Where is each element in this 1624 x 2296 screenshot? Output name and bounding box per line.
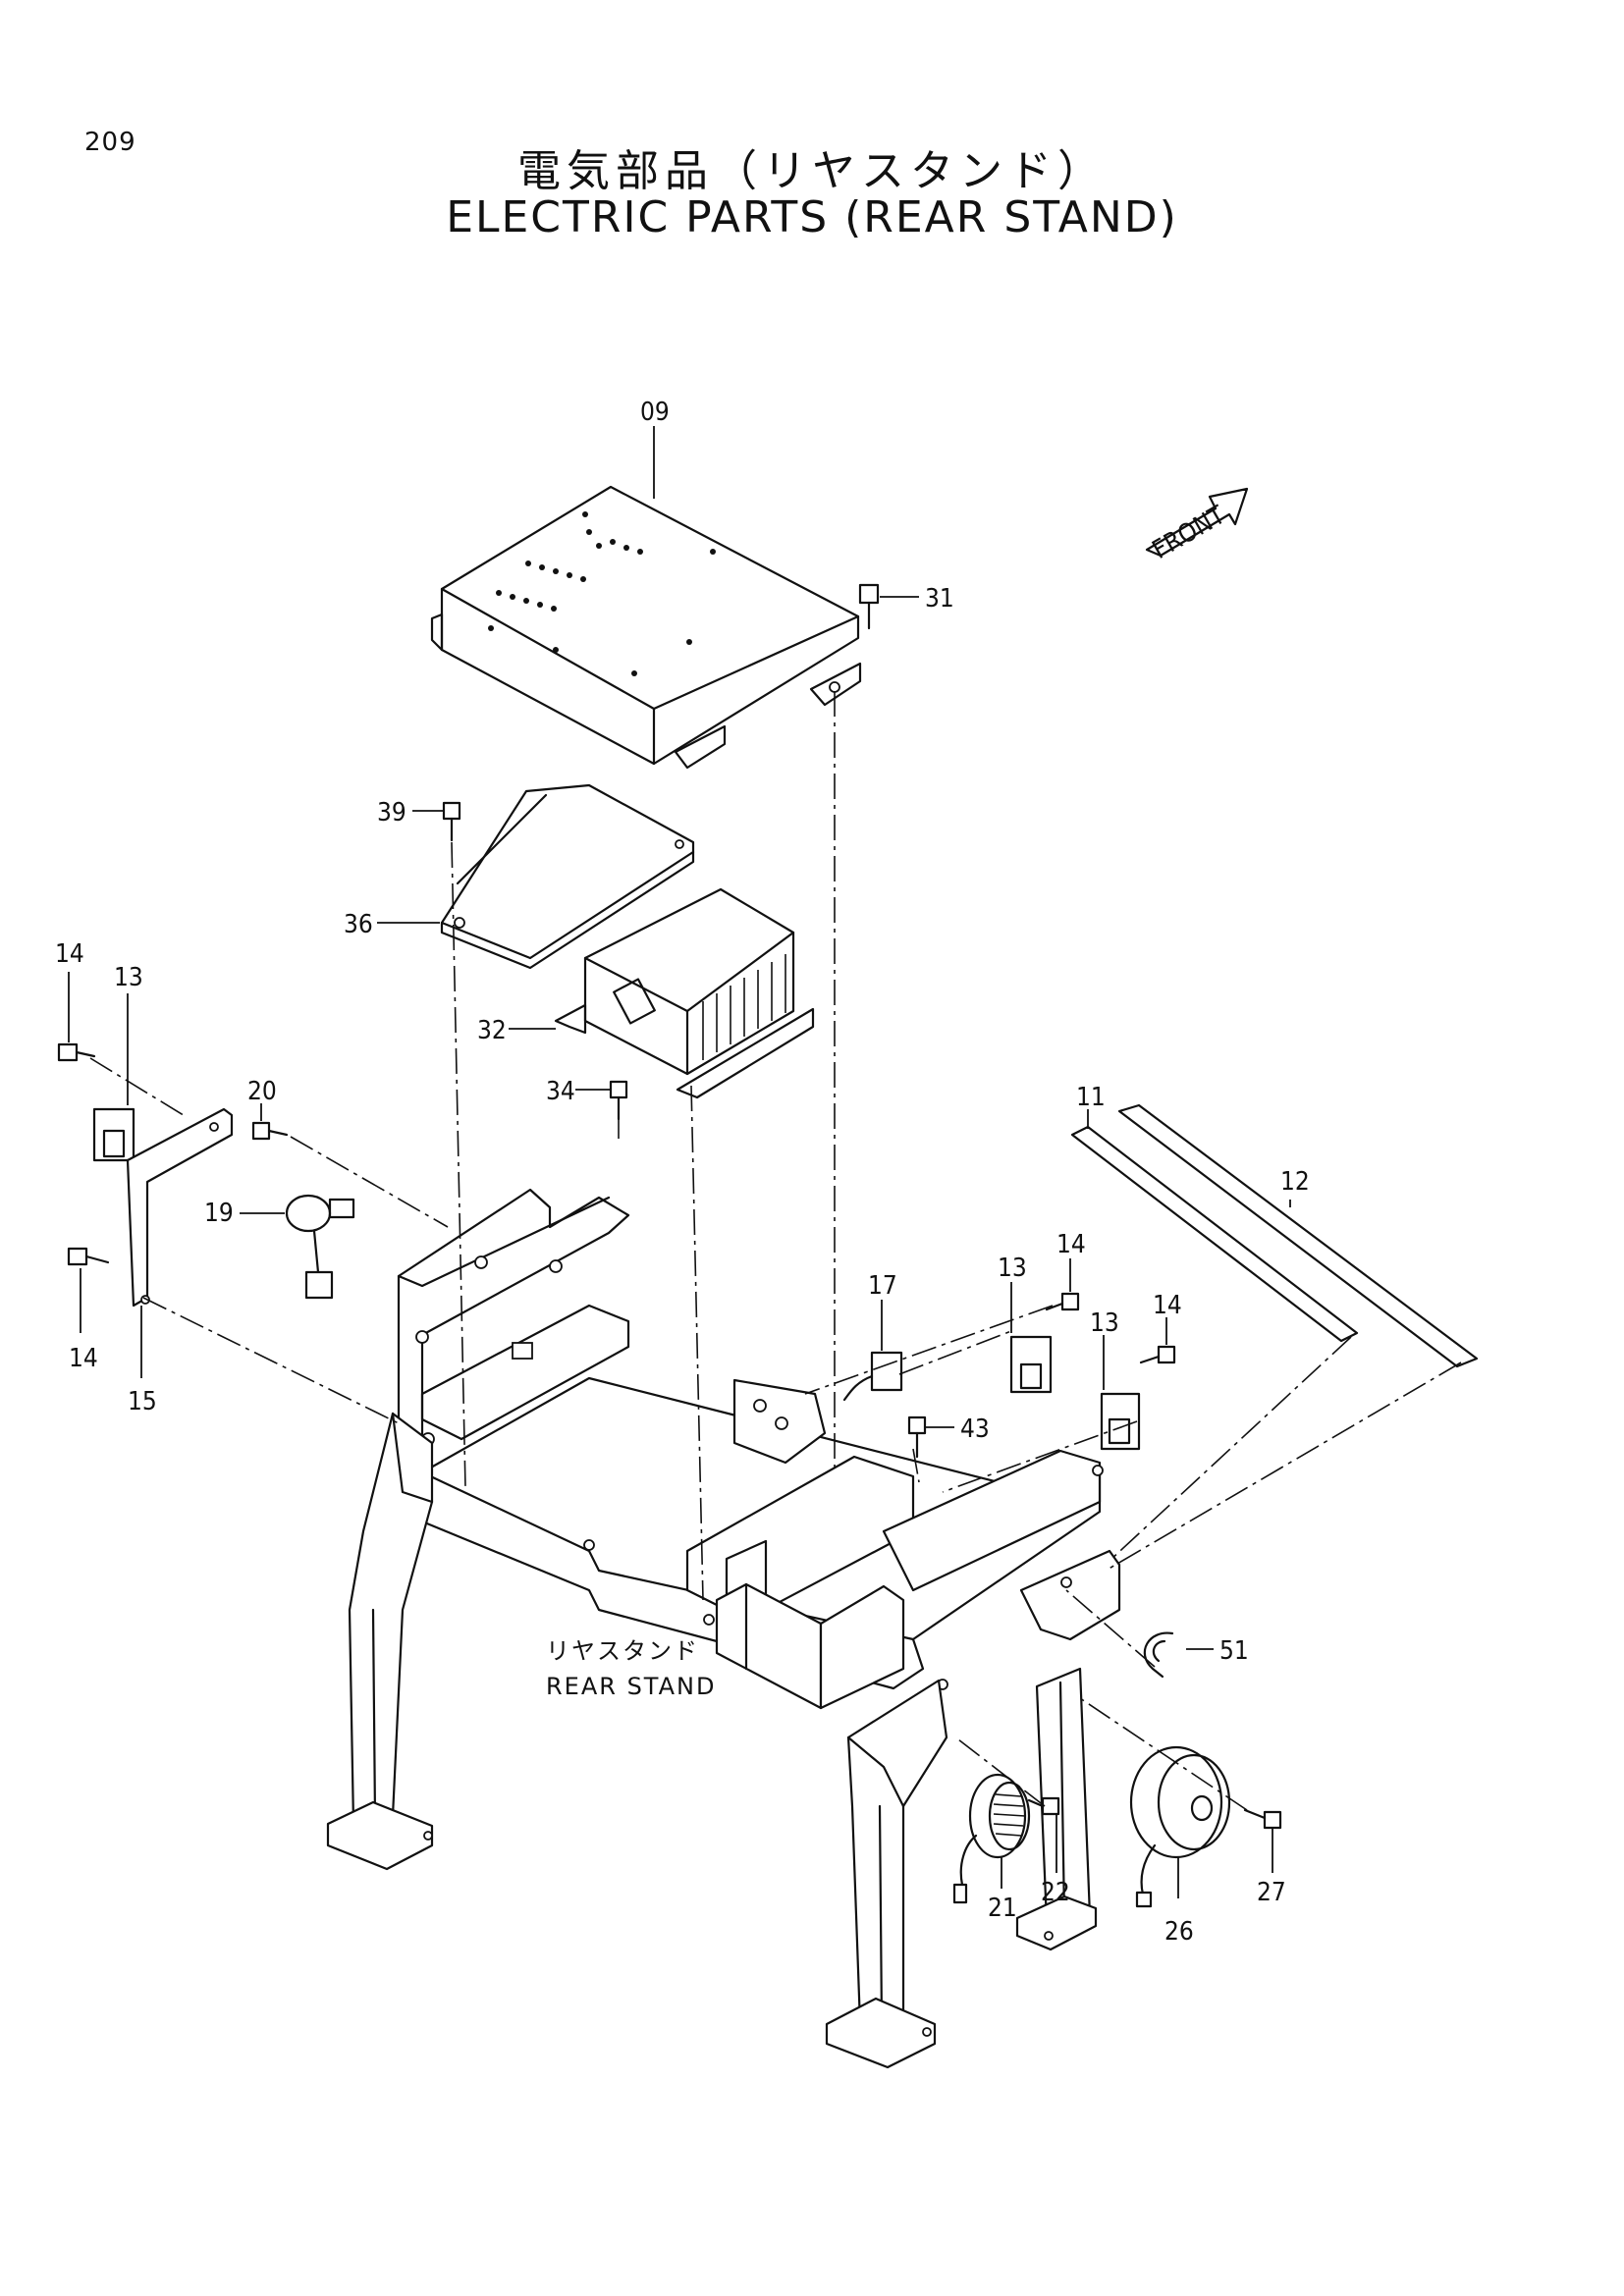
part-13-relay-left [92, 993, 135, 1162]
part-39-bolt [412, 801, 461, 842]
title-japanese: 電気部品（リヤスタンド） [517, 146, 1107, 196]
callout-22: 22 [1041, 1878, 1070, 1907]
part-11-strip [1070, 1109, 1359, 1343]
callout-21: 21 [988, 1894, 1017, 1923]
part-14-bolt-upper-left [57, 972, 96, 1062]
part-14-bolt-middle [1045, 1258, 1080, 1311]
front-arrow-icon: FRONT [1145, 487, 1249, 565]
part-34-bolt [575, 1080, 628, 1121]
part-14-bolt-right [1139, 1317, 1176, 1364]
callout-11: 11 [1076, 1083, 1106, 1112]
part-13-relay-middle [1009, 1282, 1053, 1394]
callout-43: 43 [960, 1415, 990, 1444]
rear-stand-frame [326, 1188, 1121, 2069]
title-english: ELECTRIC PARTS (REAR STAND) [446, 192, 1178, 242]
part-43-bolt [907, 1415, 954, 1459]
callout-39: 39 [377, 798, 406, 828]
callout-26: 26 [1164, 1917, 1194, 1947]
rear-stand-label: リヤスタンド REAR STAND [546, 1637, 716, 1700]
part-20-bolt [251, 1103, 289, 1141]
part-27-bolt [1243, 1808, 1282, 1873]
callout-09: 09 [640, 398, 670, 427]
part-19-switch [240, 1194, 355, 1300]
callout-19: 19 [204, 1199, 234, 1228]
rear-stand-label-en: REAR STAND [546, 1673, 716, 1700]
part-09-controller [430, 426, 862, 770]
part-12-strip [1117, 1103, 1479, 1368]
front-label: FRONT [1148, 501, 1231, 565]
part-26-horn [1129, 1745, 1231, 1908]
part-15-bracket [126, 1107, 234, 1378]
part-17-connector [842, 1300, 903, 1402]
part-31-bolt [858, 583, 919, 630]
part-14-bolt-lower-left [67, 1247, 110, 1333]
part-32-unit [509, 887, 815, 1099]
callout-27: 27 [1257, 1878, 1286, 1907]
callout-51: 51 [1219, 1636, 1249, 1666]
part-21-horn [952, 1773, 1031, 1904]
part-22-bolt [1027, 1796, 1060, 1873]
callout-20: 20 [247, 1077, 277, 1106]
assembly-lines [89, 691, 1462, 1811]
callout-15: 15 [128, 1387, 157, 1416]
callout-14-middle: 14 [1056, 1230, 1086, 1259]
callout-32: 32 [477, 1016, 507, 1045]
callout-13-middle: 13 [998, 1254, 1027, 1283]
callout-14-right: 14 [1153, 1291, 1182, 1320]
callout-17: 17 [868, 1271, 897, 1301]
callout-31: 31 [925, 584, 954, 614]
part-36-cover [377, 783, 695, 970]
part-13-relay-right [1100, 1335, 1141, 1451]
page-number: 209 [84, 128, 136, 157]
callout-13-left: 13 [114, 963, 143, 992]
rear-stand-label-jp: リヤスタンド [546, 1637, 699, 1665]
callout-34: 34 [546, 1077, 575, 1106]
callout-36: 36 [344, 910, 373, 939]
callout-12: 12 [1280, 1167, 1310, 1197]
callout-14-lower-left: 14 [69, 1344, 98, 1373]
part-51-clip [1143, 1631, 1214, 1679]
callout-14-upper-left: 14 [55, 939, 84, 969]
callout-labels: 09 31 39 36 32 34 14 13 20 19 14 15 11 1… [55, 398, 1310, 1947]
callout-13-right: 13 [1090, 1308, 1119, 1338]
